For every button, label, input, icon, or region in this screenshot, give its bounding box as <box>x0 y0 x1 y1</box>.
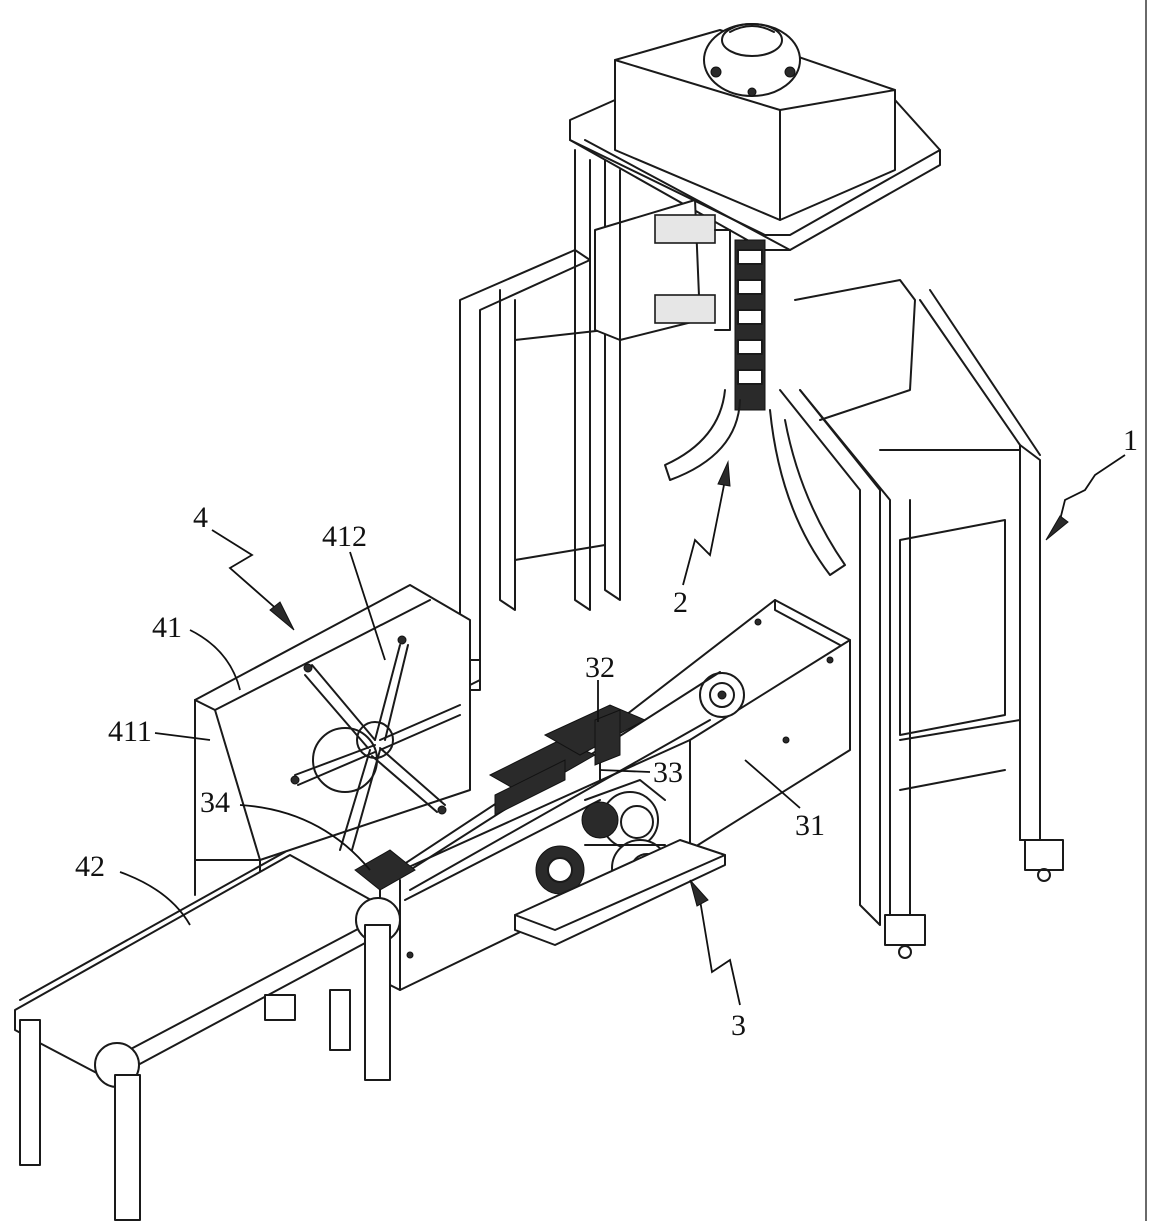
label-31: 31 <box>795 809 825 842</box>
comb-blocks <box>354 704 647 891</box>
panel-41 <box>194 584 471 896</box>
label-3: 3 <box>731 1009 746 1042</box>
label-41: 41 <box>152 611 182 644</box>
reference-labels: 1 2 3 4 31 32 33 34 41 42 411 412 <box>75 424 1138 1042</box>
conveyor-42 <box>14 851 401 1221</box>
motors <box>514 779 726 946</box>
label-34: 34 <box>200 786 230 819</box>
label-42: 42 <box>75 850 105 883</box>
feeding-column <box>594 199 916 576</box>
label-412: 412 <box>322 520 367 553</box>
label-2: 2 <box>673 586 688 619</box>
label-411: 411 <box>108 715 152 748</box>
label-4: 4 <box>193 501 208 534</box>
label-32: 32 <box>585 651 615 684</box>
star-wheel-412 <box>290 635 461 851</box>
label-33: 33 <box>653 756 683 789</box>
hopper-box <box>614 23 896 221</box>
label-1: 1 <box>1123 424 1138 457</box>
